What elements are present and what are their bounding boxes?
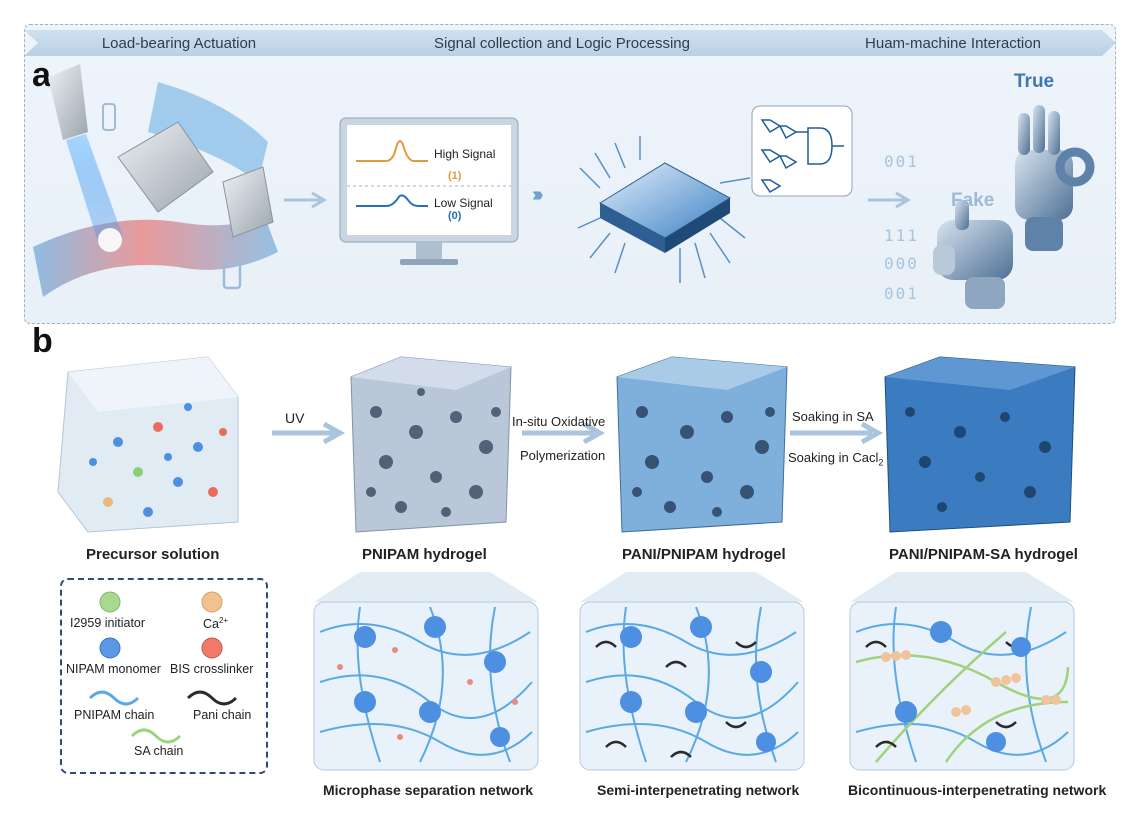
- laser-spot: [98, 228, 122, 252]
- stage-signal-processing: Signal collection and Logic Processing: [318, 30, 806, 56]
- pani-chain-swatch: [186, 690, 238, 706]
- high-signal-curve: [356, 140, 428, 162]
- digit-zero-icon: [102, 103, 116, 131]
- arrow-soaking: [790, 421, 884, 445]
- precursor-particles: [89, 403, 227, 517]
- microphase-caption: Microphase separation network: [323, 782, 534, 798]
- legend-monomer: NIPAM monomer: [66, 662, 161, 676]
- low-signal-label: Low Signal: [434, 196, 493, 210]
- hydrogel-strip-upper: [148, 82, 268, 182]
- digit-readout-3: 000: [884, 254, 919, 273]
- microphase-clusters: [620, 616, 776, 752]
- digit-readout-1: 001: [884, 152, 919, 171]
- panel-a-letter: a: [32, 56, 51, 94]
- pani-pnipam-cube: [616, 356, 788, 533]
- crosslinker-swatch: [201, 637, 223, 659]
- laser-beam: [66, 134, 123, 242]
- legend-sa-chain: SA chain: [134, 744, 184, 758]
- true-label: True: [1014, 71, 1055, 92]
- load-block-upper: [117, 121, 214, 213]
- pnipam-chains: [855, 606, 1069, 763]
- oxidative-label-line2: Polymerization: [520, 448, 606, 463]
- pnipam-caption: PNIPAM hydrogel: [362, 546, 487, 563]
- soaking-sa-label: Soaking in SA: [792, 409, 874, 424]
- digit-readout-2: 111: [884, 226, 919, 245]
- arrow-oxidative: [522, 421, 606, 445]
- high-signal-value: (1): [448, 170, 462, 182]
- oxidative-label-line1: In-situ Oxidative: [512, 414, 606, 429]
- bicontinuous-network: [849, 572, 1075, 771]
- pani-pnipam-caption: PANI/PNIPAM hydrogel: [622, 546, 786, 563]
- chip-side-left: [600, 203, 665, 253]
- logic-gates-icon: [760, 119, 844, 194]
- legend-crosslinker: BIS crosslinker: [170, 662, 254, 676]
- pani-pnipam-sa-caption: PANI/PNIPAM-SA hydrogel: [889, 546, 1078, 563]
- soaking-cacl-subscript: 2: [878, 457, 884, 468]
- microphase-network: [313, 572, 539, 771]
- crosslinker-dots: [337, 647, 518, 740]
- hydrogel-strip: [33, 212, 278, 297]
- pore-pattern: [905, 407, 1051, 512]
- soaking-cacl-text: Soaking in Cacl: [788, 450, 879, 465]
- ok-hand-icon: [1015, 105, 1095, 251]
- initiator-swatch: [99, 591, 121, 613]
- low-signal-value: (0): [448, 210, 462, 222]
- calcium-swatch: [201, 591, 223, 613]
- monitor-icon: [339, 117, 519, 265]
- load-block-lower: [222, 166, 274, 238]
- pnipam-chain-swatch: [88, 690, 140, 706]
- sa-chain-swatch: [130, 728, 182, 744]
- legend-box: [60, 578, 268, 774]
- stage-interaction: Huam-machine Interaction: [790, 30, 1116, 56]
- microphase-clusters: [895, 621, 1031, 752]
- load-bearing-illustration: [33, 64, 278, 297]
- semi-ipn-caption: Semi-interpenetrating network: [597, 782, 800, 798]
- panel-b-letter: b: [32, 322, 53, 360]
- legend-calcium: Ca2+: [203, 616, 228, 631]
- stage-load-bearing: Load-bearing Actuation: [24, 30, 334, 56]
- high-signal-label: High Signal: [434, 147, 496, 161]
- chip-side-right: [665, 198, 730, 253]
- semi-ipn-network: [579, 572, 805, 771]
- legend-pani-chain: Pani chain: [193, 708, 252, 722]
- bicontinuous-caption: Bicontinuous-interpenetrating network: [848, 782, 1107, 798]
- robot-hands-illustration: [933, 105, 1095, 309]
- fist-icon: [933, 200, 1013, 309]
- legend-calcium-sup: 2+: [218, 616, 229, 625]
- pani-pnipam-sa-cube: [884, 356, 1076, 533]
- pnipam-cube: [350, 356, 512, 533]
- monomer-swatch: [99, 637, 121, 659]
- arrow-uv: [272, 421, 346, 445]
- chevron-arrows-icon: ››››: [532, 184, 543, 206]
- legend-initiator: I2959 initiator: [70, 616, 146, 630]
- digit-eight-icon: [222, 260, 242, 290]
- chip-illustration: [577, 105, 853, 283]
- arrow-1: [284, 191, 327, 209]
- calcium-beads: [881, 650, 1061, 717]
- laser-head: [48, 64, 88, 140]
- legend-symbols: [88, 591, 238, 744]
- pore-pattern: [632, 406, 775, 517]
- legend-pnipam-chain: PNIPAM chain: [74, 708, 155, 722]
- stage-label-2: Signal collection and Logic Processing: [434, 34, 690, 52]
- arrow-2: [868, 191, 911, 209]
- soaking-cacl-label: Soaking in Cacl2: [788, 450, 883, 468]
- precursor-caption: Precursor solution: [86, 546, 220, 563]
- fake-label: Fake: [951, 190, 995, 211]
- uv-label: UV: [285, 410, 305, 426]
- pore-pattern: [366, 388, 501, 517]
- stage-label-3: Huam-machine Interaction: [865, 34, 1041, 52]
- digit-readout-4: 001: [884, 284, 919, 303]
- pani-chains: [595, 640, 757, 758]
- precursor-cube: [57, 356, 239, 533]
- microphase-clusters: [354, 616, 510, 747]
- stage-label-1: Load-bearing Actuation: [101, 34, 257, 52]
- legend-calcium-text: Ca: [203, 617, 219, 632]
- low-signal-curve: [356, 194, 428, 207]
